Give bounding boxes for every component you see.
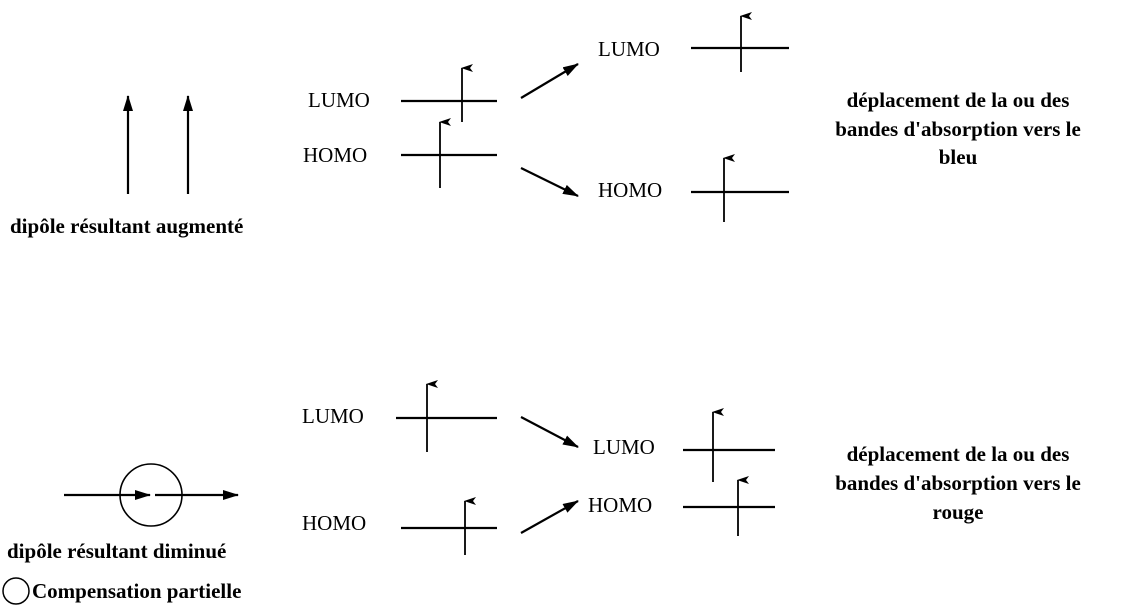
bottom-left-homo-label: HOMO — [302, 511, 366, 535]
top-shift-text-line2: bandes d'absorption vers le — [835, 117, 1081, 141]
bottom-lumo-shift-arrow — [520, 416, 579, 448]
top-shift-text-line1: déplacement de la ou des — [847, 88, 1070, 112]
bottom-shift-text-line3: rouge — [933, 500, 984, 524]
top-right-lumo-label: LUMO — [598, 37, 660, 61]
bottom-shift-text-line1: déplacement de la ou des — [847, 442, 1070, 466]
bottom-homo-shift-arrow — [520, 500, 579, 534]
top-left-lumo-label: LUMO — [308, 88, 370, 112]
top-shift-text-line3: bleu — [939, 145, 978, 169]
top-lumo-shift-arrow — [520, 63, 579, 99]
bottom-shift-text-line2: bandes d'absorption vers le — [835, 471, 1081, 495]
top-panel: dipôle résultant augmenté LUMO HOMO LUMO… — [10, 12, 1081, 238]
top-dipole-caption: dipôle résultant augmenté — [10, 214, 243, 238]
bottom-dipole-caption: dipôle résultant diminué — [7, 539, 226, 563]
bottom-right-lumo-label: LUMO — [593, 435, 655, 459]
bottom-right-homo-label: HOMO — [588, 493, 652, 517]
legend-compensation-label: Compensation partielle — [32, 579, 241, 603]
compensation-circle — [119, 463, 183, 527]
top-left-homo-label: HOMO — [303, 143, 367, 167]
top-right-homo-label: HOMO — [598, 178, 662, 202]
bottom-panel: dipôle résultant diminué LUMO HOMO LUMO … — [7, 380, 1081, 563]
top-homo-shift-arrow — [520, 167, 579, 197]
legend-circle-icon — [2, 577, 30, 605]
legend: Compensation partielle — [2, 577, 241, 605]
bottom-left-lumo-label: LUMO — [302, 404, 364, 428]
